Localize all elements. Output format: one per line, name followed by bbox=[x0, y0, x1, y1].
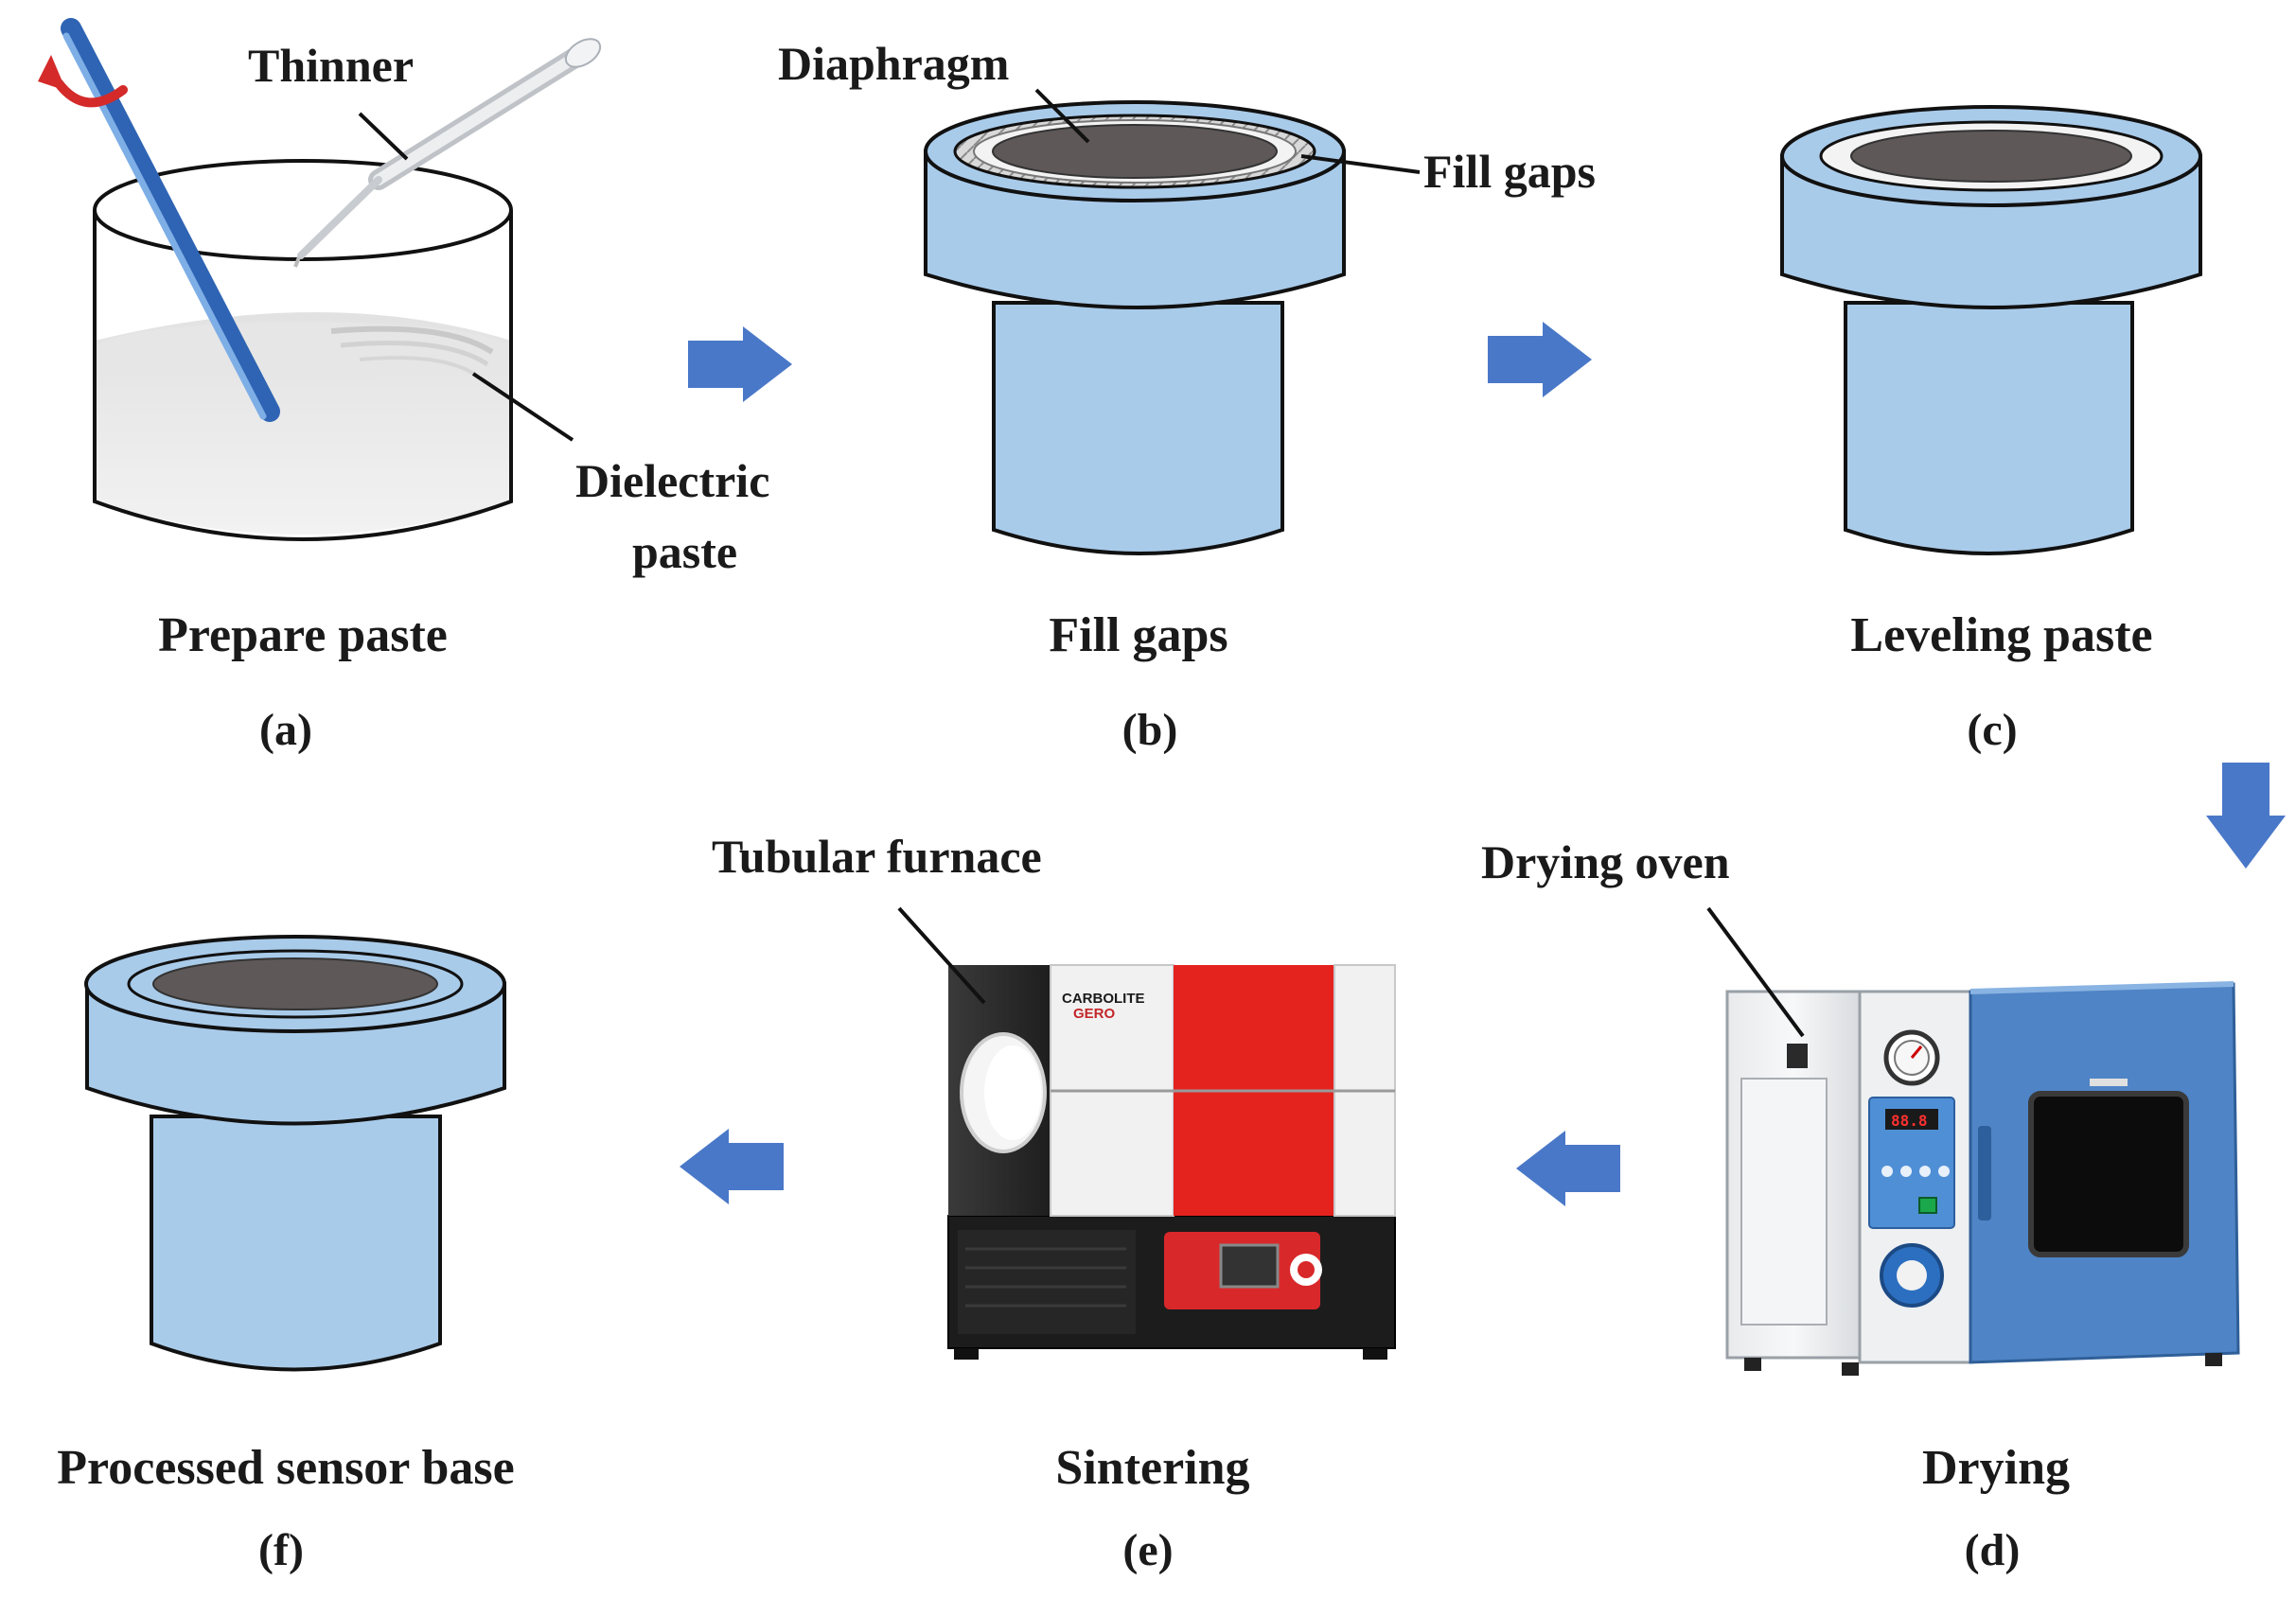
flow-arrow-icon bbox=[688, 326, 792, 402]
callout-thinner: Thinner bbox=[248, 39, 414, 92]
diaphragm bbox=[992, 124, 1278, 179]
label-f: (f) bbox=[258, 1525, 304, 1575]
label-c: (c) bbox=[1967, 705, 2017, 755]
caption-a: Prepare paste bbox=[158, 608, 448, 662]
label-e: (e) bbox=[1122, 1525, 1173, 1575]
panel-f-sensor-base bbox=[84, 935, 506, 1372]
caption-f: Processed sensor base bbox=[57, 1441, 514, 1495]
panel-e-tubular-furnace: CARBOLITE GERO bbox=[897, 906, 1396, 1360]
rotation-arrow-icon bbox=[38, 55, 128, 108]
furnace-brand-line2: GERO bbox=[1073, 1006, 1116, 1022]
stirring-rod bbox=[61, 18, 280, 422]
caption-e: Sintering bbox=[1055, 1441, 1249, 1495]
flow-arrow-icon bbox=[2206, 763, 2286, 869]
svg-text:88.8: 88.8 bbox=[1891, 1112, 1928, 1130]
furnace-brand-line1: CARBOLITE bbox=[1062, 991, 1145, 1007]
caption-b: Fill gaps bbox=[1049, 608, 1227, 662]
caption-c: Leveling paste bbox=[1850, 608, 2152, 662]
callout-dielectric: Dielectric bbox=[575, 454, 769, 507]
panel-a-beaker bbox=[38, 18, 602, 541]
base-stem bbox=[992, 301, 1284, 555]
panel-d-drying-oven: 88.8 bbox=[1706, 906, 2240, 1376]
label-a: (a) bbox=[259, 705, 312, 755]
pipette bbox=[293, 38, 602, 268]
flow-arrow-icon bbox=[680, 1129, 784, 1204]
panel-c-sensor-base bbox=[1780, 105, 2202, 555]
callout-drying-oven: Drying oven bbox=[1481, 835, 1730, 888]
panel-b-sensor-base bbox=[924, 88, 1421, 555]
caption-d: Drying bbox=[1922, 1441, 2070, 1495]
callout-diaphragm: Diaphragm bbox=[778, 37, 1009, 90]
callout-fill-gaps: Fill gaps bbox=[1423, 145, 1596, 198]
flow-arrow-icon bbox=[1488, 322, 1592, 397]
label-b: (b) bbox=[1122, 705, 1178, 755]
label-d: (d) bbox=[1965, 1525, 2021, 1575]
callout-tubular-furnace: Tubular furnace bbox=[712, 830, 1042, 883]
beaker-body bbox=[93, 210, 513, 541]
callout-paste: paste bbox=[632, 525, 737, 578]
flow-arrow-icon bbox=[1516, 1131, 1620, 1206]
